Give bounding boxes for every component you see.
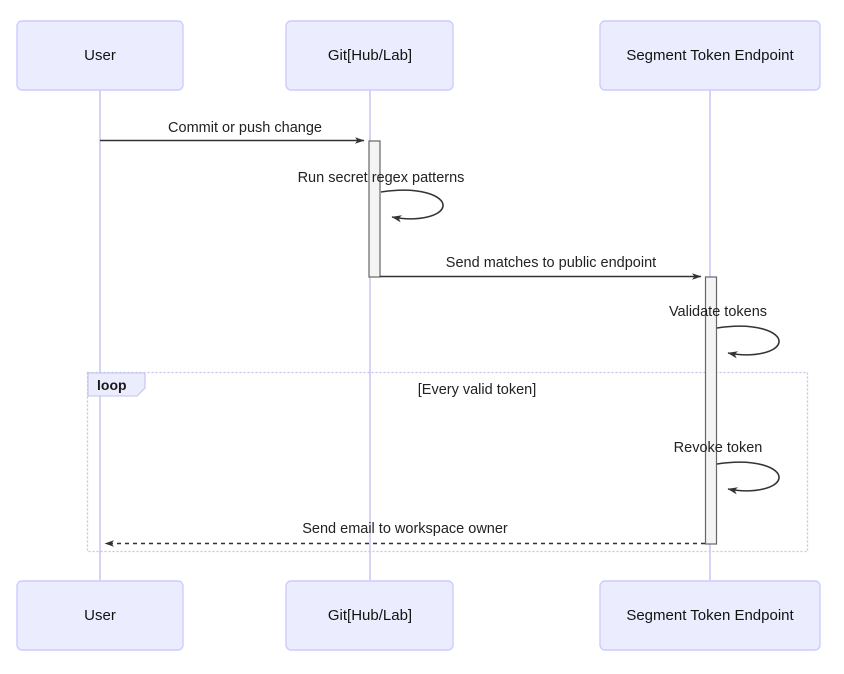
actor-box-segment-top[interactable]: Segment Token Endpoint (599, 20, 821, 91)
actor-box-user-top[interactable]: User (16, 20, 184, 91)
actor-label-git-bottom: Git[Hub/Lab] (328, 607, 412, 624)
loop-condition-label: [Every valid token] (418, 382, 536, 398)
actor-rect-segment-bottom (599, 580, 821, 651)
actor-label-git-top: Git[Hub/Lab] (328, 47, 412, 64)
loop-frame-border (86, 371, 809, 553)
loop-fragment[interactable]: loop [Every valid token] (86, 371, 809, 553)
message-run-secret-regex-patterns[interactable]: Run secret regex patterns (298, 170, 465, 223)
actor-label-segment-top: Segment Token Endpoint (626, 47, 794, 64)
message-commit-or-push-change[interactable]: Commit or push change (100, 120, 365, 144)
message-selfloop-4 (716, 325, 780, 359)
message-send-email-to-workspace-owner[interactable]: Send email to workspace owner (104, 521, 705, 547)
message-label-6: Send email to workspace owner (302, 521, 508, 537)
actor-rect-user-top (16, 20, 184, 91)
activation-bar-segment (704, 276, 718, 545)
lifelines-group (99, 90, 711, 581)
loop-tab-shape (87, 372, 146, 397)
message-send-matches-to-public-endpoint[interactable]: Send matches to public endpoint (380, 255, 702, 280)
message-label-4: Validate tokens (669, 304, 767, 320)
message-selfloop-2 (380, 189, 444, 223)
message-label-5: Revoke token (674, 440, 763, 456)
actor-label-segment-bottom: Segment Token Endpoint (626, 607, 794, 624)
actor-box-segment-bottom[interactable]: Segment Token Endpoint (599, 580, 821, 651)
activation-bars-group (368, 140, 718, 545)
actor-box-user-bottom[interactable]: User (16, 580, 184, 651)
message-label-1: Commit or push change (168, 120, 322, 136)
message-selfloop-5 (716, 461, 780, 495)
actor-rect-user-bottom (16, 580, 184, 651)
actor-box-git-bottom[interactable]: Git[Hub/Lab] (285, 580, 454, 651)
message-revoke-token[interactable]: Revoke token (674, 440, 780, 495)
loop-tab-label: loop (97, 377, 127, 393)
actor-label-user-top: User (84, 47, 116, 64)
actor-rect-segment-top (599, 20, 821, 91)
actor-box-git-top[interactable]: Git[Hub/Lab] (285, 20, 454, 91)
message-validate-tokens[interactable]: Validate tokens (669, 304, 780, 359)
actor-rect-git-top (285, 20, 454, 91)
actor-label-user-bottom: User (84, 607, 116, 624)
actor-rect-git-bottom (285, 580, 454, 651)
activation-bar-git (368, 140, 381, 278)
message-label-2: Run secret regex patterns (298, 170, 465, 186)
message-label-3: Send matches to public endpoint (446, 255, 656, 271)
